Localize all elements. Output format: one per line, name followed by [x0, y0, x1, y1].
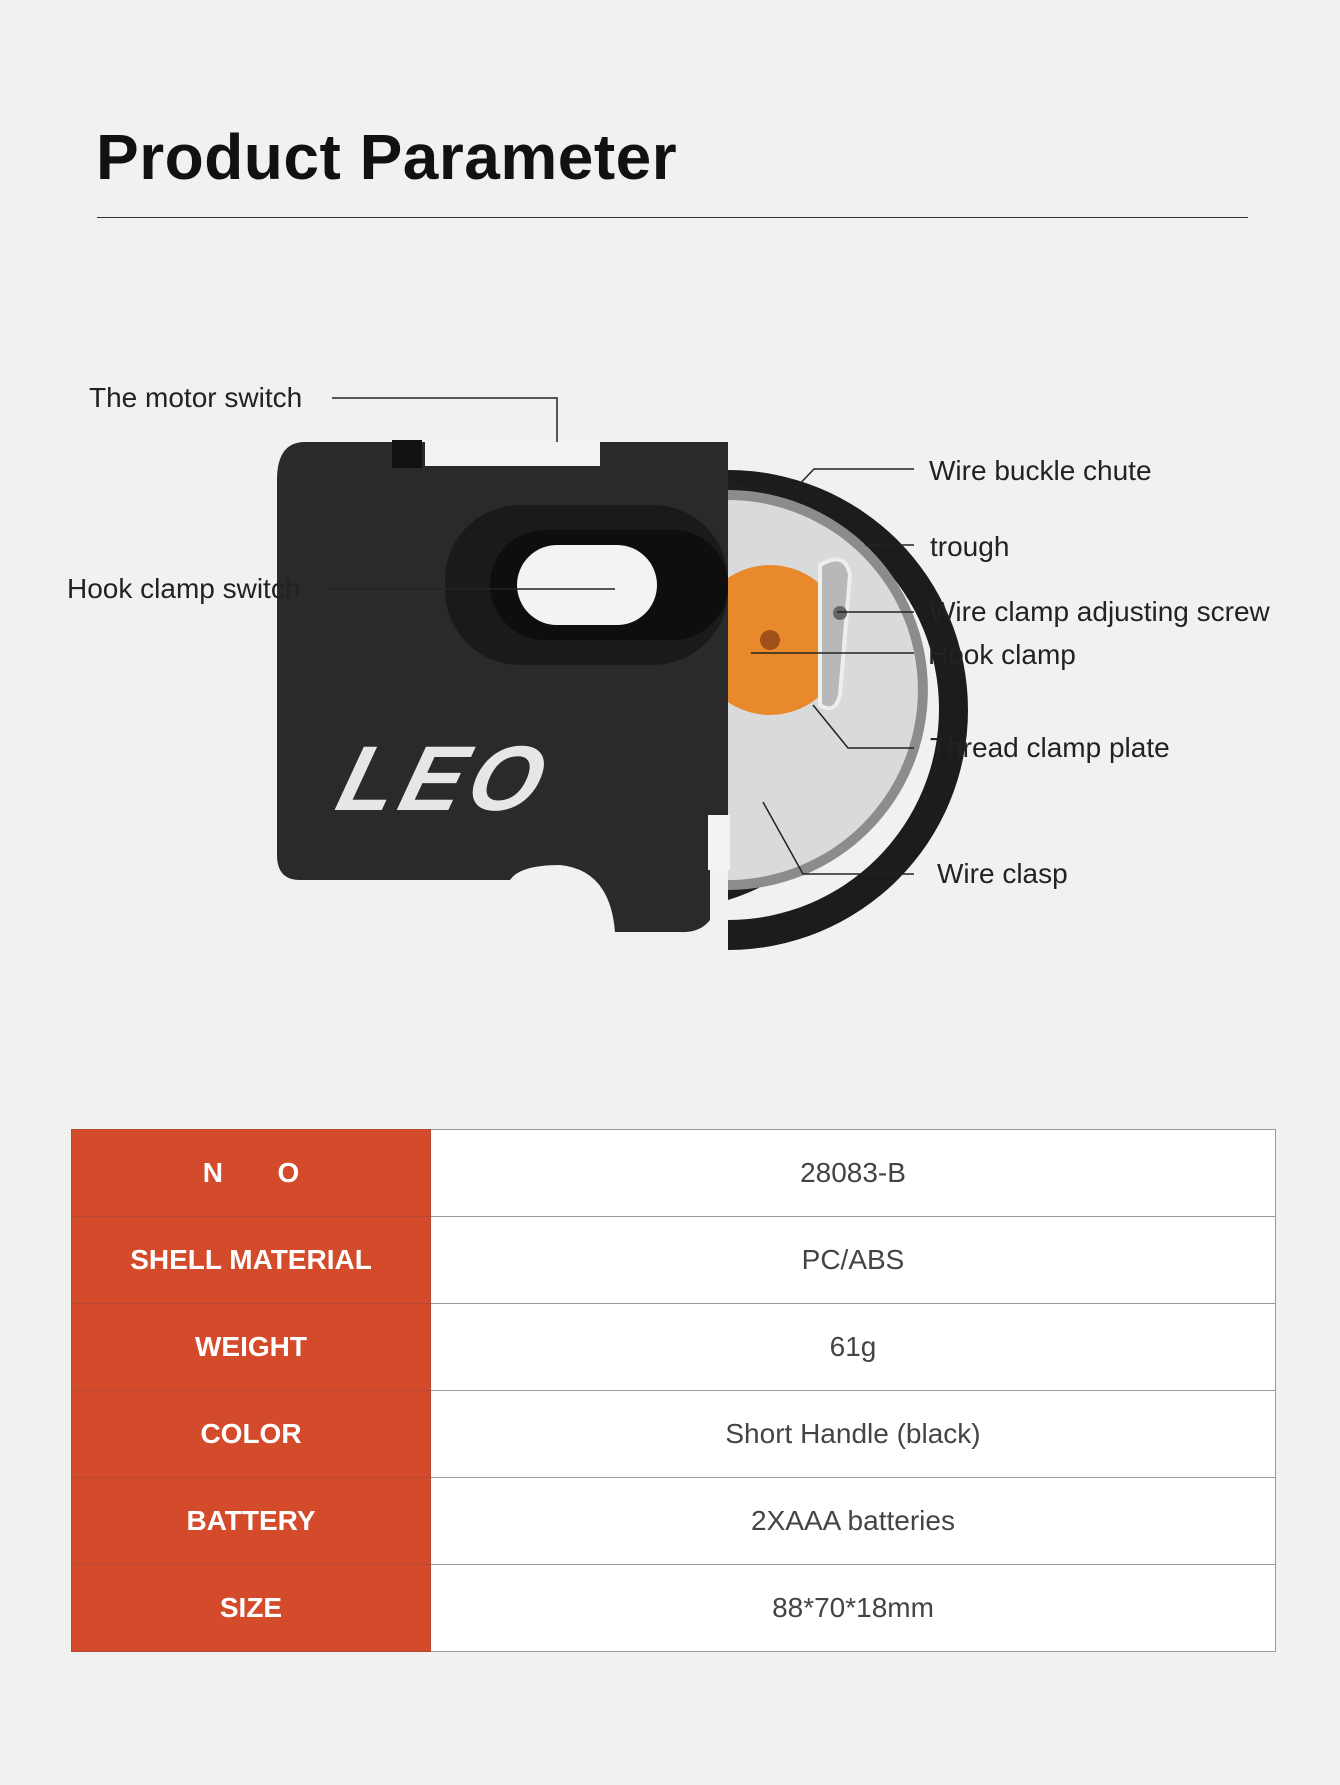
spec-key: BATTERY: [71, 1477, 431, 1565]
spec-value: 61g: [430, 1303, 1276, 1391]
title-divider: [97, 217, 1248, 218]
label-wire-clasp: Wire clasp: [937, 858, 1068, 889]
spec-value: 28083-B: [430, 1129, 1276, 1217]
label-thread-clamp-plate: Thread clamp plate: [930, 732, 1170, 763]
thread-clamp-plate: [818, 557, 853, 711]
spec-key: N O: [71, 1129, 431, 1217]
label-hook-clamp: Hook clamp: [928, 639, 1076, 670]
label-wire-clamp-adjusting-screw: Wire clamp adjusting screw: [929, 596, 1270, 627]
spec-key: COLOR: [71, 1390, 431, 1478]
spec-value: 88*70*18mm: [430, 1564, 1276, 1652]
label-wire-buckle-chute: Wire buckle chute: [929, 455, 1152, 486]
product-diagram: LEO: [277, 397, 968, 950]
wheel-assembly: [695, 470, 968, 950]
hook-clamp-switch: [517, 545, 657, 625]
spec-value: 2XAAA batteries: [430, 1477, 1276, 1565]
page-title: Product Parameter: [96, 121, 678, 193]
leader-lines: [330, 397, 914, 875]
spec-value: Short Handle (black): [430, 1390, 1276, 1478]
wire-clasp: [708, 815, 730, 870]
spec-key: SHELL MATERIAL: [71, 1216, 431, 1304]
spec-key: SIZE: [71, 1564, 431, 1652]
brand-logo: LEO: [328, 726, 563, 829]
spec-value: PC/ABS: [430, 1216, 1276, 1304]
label-trough: trough: [930, 531, 1010, 562]
device-body: LEO: [277, 440, 730, 933]
motor-switch: [425, 440, 600, 466]
label-motor-switch: The motor switch: [89, 382, 303, 413]
label-hook-clamp-switch: Hook clamp switch: [67, 573, 301, 604]
spec-key: WEIGHT: [71, 1303, 431, 1391]
